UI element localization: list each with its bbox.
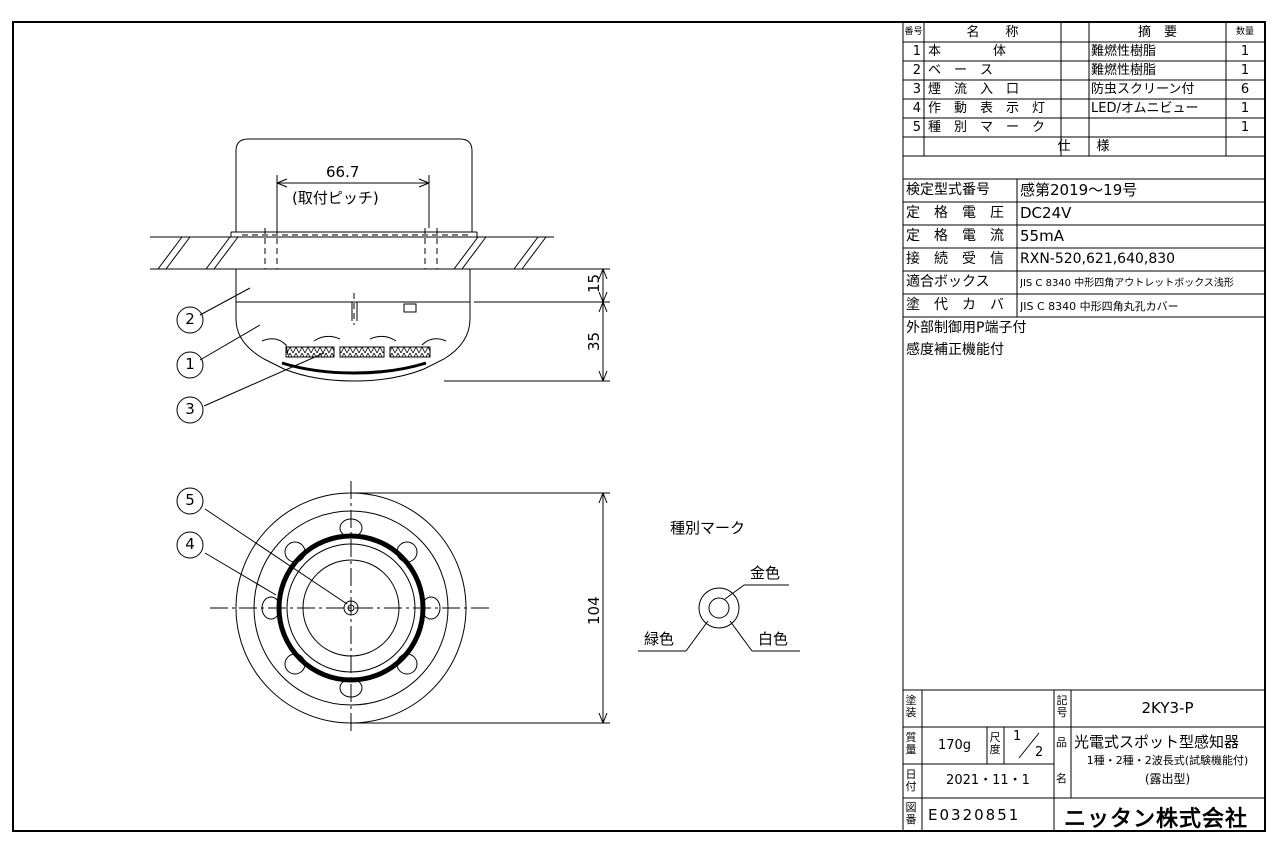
th-name: 名 称 bbox=[966, 25, 1019, 40]
product-subtitle-2: (露出型) bbox=[1144, 772, 1191, 786]
row3-name: 煙 流 入 口 bbox=[928, 82, 1020, 97]
spec-label-4: 接 続 受 信 機 bbox=[906, 251, 1016, 267]
scale-label: 尺度 bbox=[989, 731, 1001, 756]
callout-1: 1 bbox=[185, 355, 195, 373]
spec-label-3: 定 格 電 流 bbox=[906, 228, 1004, 244]
spec-label-2: 定 格 電 圧 bbox=[906, 205, 1004, 221]
dim-104: 104 bbox=[585, 596, 603, 625]
row1-desc: 難燃性樹脂 bbox=[1091, 44, 1157, 59]
technical-drawing bbox=[150, 23, 1264, 830]
side-view bbox=[150, 138, 610, 407]
callout-5: 5 bbox=[185, 491, 195, 509]
mark-green-label: 緑色 bbox=[644, 630, 675, 648]
coating-label: 塗装 bbox=[905, 694, 917, 719]
symbol-label: 記号 bbox=[1056, 694, 1068, 719]
spec-title: 仕 様 bbox=[1057, 139, 1110, 154]
date-label: 日付 bbox=[905, 768, 917, 793]
row3-desc: 防虫スクリーン付 bbox=[1091, 82, 1195, 97]
type-mark-title: 種別マーク bbox=[670, 519, 746, 537]
bottom-view bbox=[204, 481, 610, 733]
mark-white-label: 白色 bbox=[758, 630, 789, 648]
row2-no: 2 bbox=[912, 63, 921, 78]
callout-4: 4 bbox=[185, 535, 195, 553]
dim-15: 15 bbox=[585, 273, 603, 293]
model-number: 2KY3-P bbox=[1141, 699, 1194, 717]
spec-value-4: RXN-520,621,640,830 bbox=[1020, 251, 1176, 267]
pitch-dimension: 66.7 bbox=[326, 163, 360, 181]
scale-numerator: 1 bbox=[1013, 729, 1022, 744]
drawing-number: E0320851 bbox=[928, 806, 1021, 824]
spec-label-5: 適合ボックス bbox=[906, 274, 990, 290]
row4-desc: LED/オムニビュー bbox=[1091, 101, 1199, 116]
spec-value-1: 感第2019～19号 bbox=[1020, 181, 1138, 199]
spec-value-3: 55mA bbox=[1020, 227, 1064, 245]
row4-no: 4 bbox=[912, 101, 921, 116]
callout-2: 2 bbox=[185, 310, 195, 328]
spec-value-5: JIS C 8340 中形四角アウトレットボックス浅形 bbox=[1020, 278, 1234, 289]
th-desc: 摘 要 bbox=[1137, 25, 1177, 40]
row2-desc: 難燃性樹脂 bbox=[1091, 63, 1157, 78]
dim-35: 35 bbox=[585, 331, 603, 351]
spec-note-2: 感度補正機能付 bbox=[906, 342, 1004, 358]
mark-gold-label: 金色 bbox=[750, 564, 781, 582]
spec-label-6: 塗 代 カ バ ー bbox=[906, 297, 1016, 313]
callout-circles bbox=[176, 306, 204, 559]
spec-note-1: 外部制御用P端子付 bbox=[906, 320, 1027, 336]
name-label: 名 bbox=[1056, 772, 1067, 785]
drawing-no-label: 図番 bbox=[905, 801, 917, 826]
row5-qty: 1 bbox=[1240, 120, 1250, 135]
th-no: 番号 bbox=[904, 27, 923, 37]
type-mark bbox=[638, 584, 800, 652]
table-grid bbox=[902, 23, 1264, 830]
drawing-frame: 66.7 (取付ピッチ) 15 35 104 2 1 3 5 4 種別マーク 金… bbox=[12, 21, 1266, 832]
spec-label-1: 検定型式番号 bbox=[906, 182, 990, 198]
row1-name: 本 体 bbox=[928, 44, 1007, 59]
mass-value: 170g bbox=[937, 738, 972, 753]
row1-no: 1 bbox=[912, 44, 921, 59]
row5-name: 種 別 マ ー ク bbox=[928, 120, 1046, 135]
product-label: 品 bbox=[1056, 736, 1067, 749]
mass-label: 質量 bbox=[905, 731, 917, 756]
company-logo: ニッタン株式会社 bbox=[1064, 807, 1249, 832]
row3-no: 3 bbox=[912, 82, 921, 97]
callout-3: 3 bbox=[185, 400, 195, 418]
row5-no: 5 bbox=[912, 120, 921, 135]
pitch-label: (取付ピッチ) bbox=[292, 189, 379, 207]
row1-qty: 1 bbox=[1240, 44, 1250, 59]
spec-value-2: DC24V bbox=[1020, 204, 1072, 222]
scale-denominator: 2 bbox=[1035, 745, 1044, 760]
product-subtitle-1: 1種・2種・2波長式(試験機能付) bbox=[1086, 754, 1249, 767]
th-qty: 数量 bbox=[1235, 27, 1254, 37]
row2-qty: 1 bbox=[1240, 63, 1250, 78]
product-name: 光電式スポット型感知器 bbox=[1074, 733, 1240, 751]
spec-value-6: JIS C 8340 中形四角丸孔カバー bbox=[1020, 300, 1179, 313]
row4-name: 作 動 表 示 灯 bbox=[928, 101, 1046, 116]
row2-name: ベ ー ス bbox=[928, 63, 994, 78]
row4-qty: 1 bbox=[1240, 101, 1250, 116]
date-value: 2021・11・1 bbox=[946, 773, 1030, 788]
row3-qty: 6 bbox=[1240, 82, 1250, 97]
